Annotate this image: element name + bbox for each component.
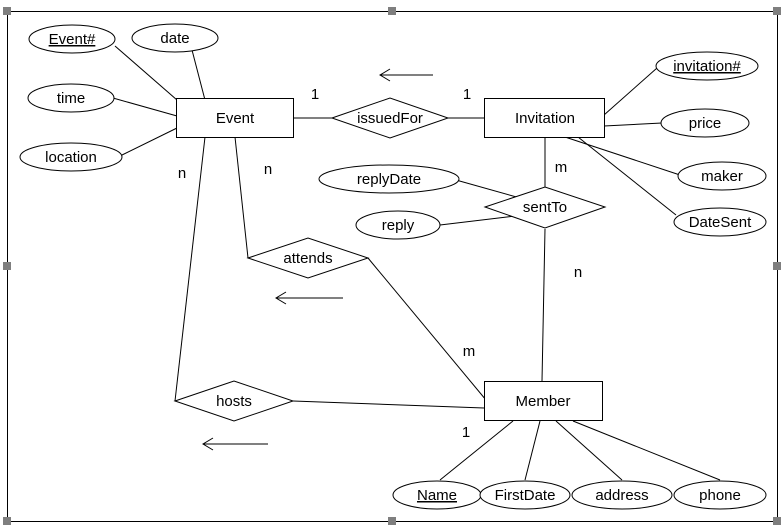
cardinality-invitation-issued-for: 1 — [463, 86, 471, 103]
attribute-price[interactable]: price — [660, 108, 750, 138]
resize-handle-middle-right[interactable] — [773, 262, 781, 270]
attribute-name-label: Name — [417, 487, 457, 504]
resize-handle-top-middle[interactable] — [388, 7, 396, 15]
attribute-date-sent-label: DateSent — [689, 214, 752, 231]
relationship-sent-to[interactable]: sentTo — [483, 186, 607, 229]
attribute-address[interactable]: address — [571, 480, 673, 510]
attribute-reply-date-label: replyDate — [357, 171, 421, 188]
attribute-maker-label: maker — [701, 168, 743, 185]
attribute-maker[interactable]: maker — [677, 161, 767, 191]
attribute-name[interactable]: Name — [392, 480, 482, 510]
entity-member-label: Member — [515, 393, 570, 410]
cardinality-event-hosts: n — [178, 165, 186, 182]
attribute-address-label: address — [595, 487, 648, 504]
resize-handle-bottom-right[interactable] — [773, 517, 781, 525]
attribute-date[interactable]: date — [131, 23, 219, 53]
resize-handle-bottom-middle[interactable] — [388, 517, 396, 525]
attribute-first-date-label: FirstDate — [495, 487, 556, 504]
attribute-reply-date[interactable]: replyDate — [318, 164, 460, 194]
attribute-event-no[interactable]: Event# — [28, 24, 116, 54]
relationship-issued-for-label: issuedFor — [357, 110, 423, 127]
attends-direction-arrow — [275, 291, 343, 305]
attribute-invitation-no-label: invitation# — [673, 58, 741, 75]
attribute-first-date[interactable]: FirstDate — [479, 480, 571, 510]
attribute-date-label: date — [160, 30, 189, 47]
cardinality-member-sent-to: n — [574, 264, 582, 281]
relationship-issued-for[interactable]: issuedFor — [330, 97, 450, 139]
attribute-invitation-no[interactable]: invitation# — [655, 51, 759, 81]
entity-invitation-label: Invitation — [515, 110, 575, 127]
relationship-attends-label: attends — [283, 250, 332, 267]
resize-handle-middle-left[interactable] — [3, 262, 11, 270]
relationship-hosts-label: hosts — [216, 393, 252, 410]
attribute-location[interactable]: location — [19, 142, 123, 172]
relationship-sent-to-label: sentTo — [523, 199, 567, 216]
cardinality-member-hosts: 1 — [462, 424, 470, 441]
diagram-frame — [7, 11, 778, 522]
relationship-attends[interactable]: attends — [246, 237, 370, 279]
attribute-date-sent[interactable]: DateSent — [673, 207, 767, 237]
hosts-direction-arrow — [202, 437, 268, 451]
attribute-reply-label: reply — [382, 217, 415, 234]
entity-event-label: Event — [216, 110, 255, 127]
cardinality-event-issued-for: 1 — [311, 86, 319, 103]
resize-handle-bottom-left[interactable] — [3, 517, 11, 525]
connector-lines — [112, 45, 721, 481]
issued-for-direction-arrow — [379, 68, 433, 82]
entity-member[interactable]: Member — [484, 381, 603, 421]
attribute-phone[interactable]: phone — [673, 480, 767, 510]
attribute-time[interactable]: time — [27, 83, 115, 113]
resize-handle-top-left[interactable] — [3, 7, 11, 15]
resize-handle-top-right[interactable] — [773, 7, 781, 15]
attribute-phone-label: phone — [699, 487, 741, 504]
cardinality-invitation-sent-to: m — [555, 159, 568, 176]
entity-event[interactable]: Event — [176, 98, 294, 138]
entity-invitation[interactable]: Invitation — [484, 98, 605, 138]
attribute-location-label: location — [45, 149, 97, 166]
cardinality-member-attends: m — [463, 343, 476, 360]
attribute-price-label: price — [689, 115, 722, 132]
attribute-event-no-label: Event# — [49, 31, 96, 48]
attribute-time-label: time — [57, 90, 85, 107]
relationship-hosts[interactable]: hosts — [173, 380, 295, 422]
attribute-reply[interactable]: reply — [355, 210, 441, 240]
cardinality-event-attends: n — [264, 161, 272, 178]
